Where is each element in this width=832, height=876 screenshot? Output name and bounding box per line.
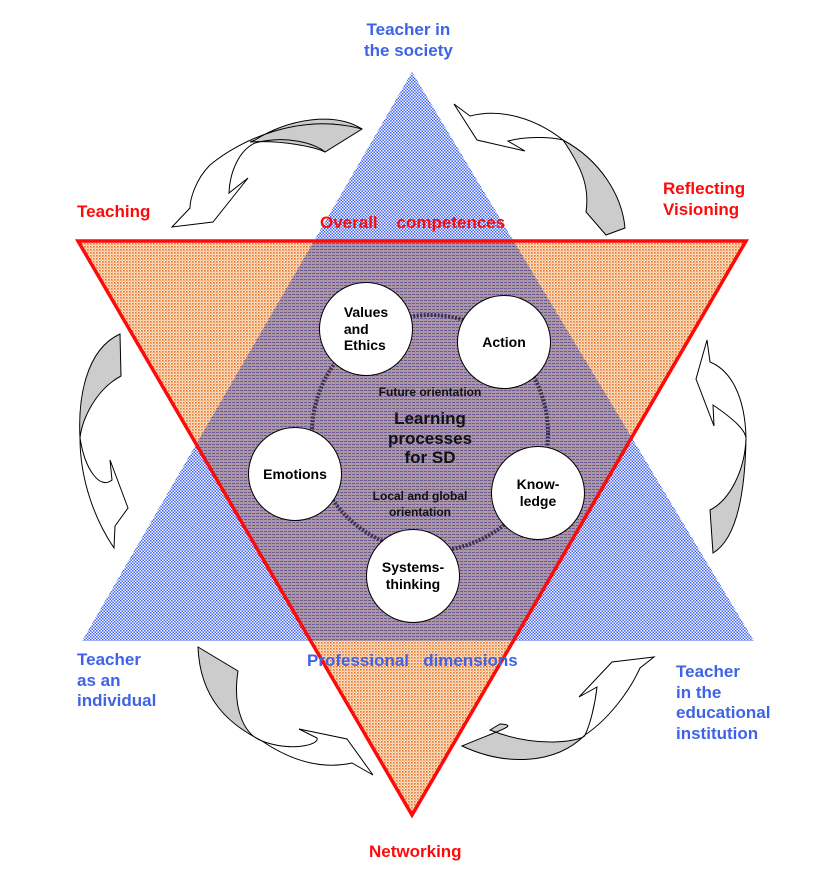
bubble-line: and xyxy=(343,320,369,337)
arrow-bottom-left xyxy=(197,646,374,776)
center-title-line: processes xyxy=(387,428,473,448)
bubble-line: Values xyxy=(343,303,389,320)
label-professional-dimensions: Professional dimensions xyxy=(307,651,518,670)
label-teacher-as-individual: Teacher as an individual xyxy=(77,650,156,712)
triangle-overlap xyxy=(82,241,746,641)
label-line: the society xyxy=(364,40,453,60)
bubble-action: Action xyxy=(457,295,551,389)
arrow-top-left xyxy=(170,118,363,228)
bubble-systems-thinking: Systems- thinking xyxy=(366,529,460,623)
label-teaching: Teaching xyxy=(77,202,151,221)
label-line: Teacher xyxy=(676,662,740,681)
label-line: in the xyxy=(676,682,722,702)
bubble-values-ethics: Values and Ethics xyxy=(319,282,413,376)
arrow-bottom-right xyxy=(460,656,656,760)
center-title-line: for SD xyxy=(404,448,456,468)
label-line: individual xyxy=(77,691,157,711)
arrow-left xyxy=(79,333,129,550)
center-title: Learning processes for SD xyxy=(330,409,530,468)
note-line: Local and global xyxy=(372,489,468,503)
label-line: institution xyxy=(676,724,759,744)
label-line: educational xyxy=(676,703,771,723)
bubble-line: thinking xyxy=(385,576,441,592)
note-local-global-orientation: Local and global orientation xyxy=(340,489,500,520)
learning-ring xyxy=(310,313,550,553)
label-line: Teacher xyxy=(77,650,141,669)
label-teacher-in-society: Teacher in the society xyxy=(364,20,453,61)
arrow-right xyxy=(695,339,747,554)
note-line: orientation xyxy=(389,504,451,519)
bubble-emotions: Emotions xyxy=(248,427,342,521)
label-line: Teacher in xyxy=(366,20,451,39)
bubble-line: Emotions xyxy=(263,465,327,482)
center-title-line: Learning xyxy=(394,409,466,428)
bubble-line: Ethics xyxy=(343,337,386,354)
bubble-knowledge: Know- ledge xyxy=(491,446,585,540)
bubble-line: Know- xyxy=(516,476,560,493)
label-line: as an xyxy=(77,670,121,690)
label-line: Reflecting xyxy=(663,179,746,198)
label-networking: Networking xyxy=(369,842,462,861)
label-reflecting-visioning: Reflecting Visioning xyxy=(663,179,745,220)
bubble-line: ledge xyxy=(519,493,557,509)
bubble-line: Systems- xyxy=(381,559,445,576)
label-overall-competences: Overall competences xyxy=(320,213,506,232)
bubble-line: Action xyxy=(482,333,526,350)
note-future-orientation: Future orientation xyxy=(378,385,482,399)
arrow-top-right xyxy=(453,103,626,236)
label-teacher-in-institution: Teacher in the educational institution xyxy=(676,662,770,745)
triangle-competences-outline xyxy=(74,239,750,819)
label-line: Visioning xyxy=(663,199,740,219)
